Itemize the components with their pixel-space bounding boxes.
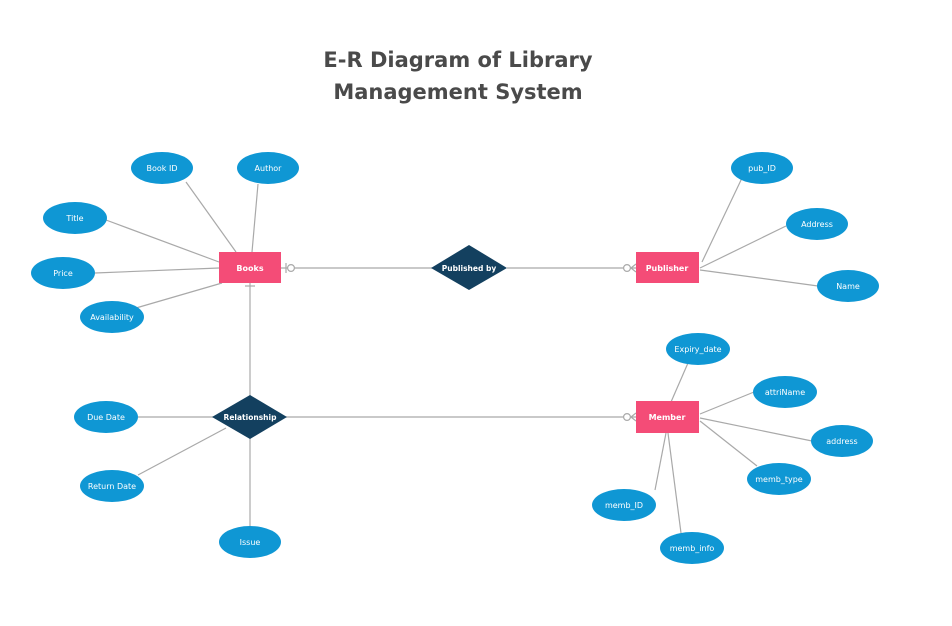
attribute-memb-type-ellipse[interactable] <box>747 463 811 495</box>
attribute-address-pub-ellipse[interactable] <box>786 208 848 240</box>
attribute-memb-info[interactable]: memb_info <box>660 532 724 564</box>
entity-publisher[interactable]: Publisher <box>636 252 699 283</box>
link-availability-books <box>135 282 223 309</box>
attribute-price-label: Price <box>53 269 73 278</box>
relationship-published-by-diamond[interactable] <box>431 245 507 290</box>
link-membtype-member <box>699 420 758 467</box>
attribute-author-ellipse[interactable] <box>237 152 299 184</box>
entity-member-label: Member <box>649 413 686 422</box>
relationship-relationship[interactable]: Relationship <box>212 395 287 439</box>
attribute-expiry-date-label: Expiry_date <box>674 345 721 354</box>
attribute-pub-id-label: pub_ID <box>748 164 776 173</box>
attribute-memb-info-label: memb_info <box>670 544 715 553</box>
attribute-memb-id[interactable]: memb_ID <box>592 489 656 521</box>
attribute-address-pub-label: Address <box>801 220 833 229</box>
link-address-member <box>699 417 813 442</box>
attribute-due-date[interactable]: Due Date <box>74 401 138 433</box>
relationship-relationship-label: Relationship <box>224 413 278 422</box>
attribute-issue-label: Issue <box>240 538 261 547</box>
diagram-title-line-1: E-R Diagram of Library <box>323 48 592 72</box>
attribute-address-pub[interactable]: Address <box>786 208 848 240</box>
attribute-issue[interactable]: Issue <box>219 526 281 558</box>
attribute-memb-type[interactable]: memb_type <box>747 463 811 495</box>
attribute-availability[interactable]: Availability <box>80 301 144 333</box>
attribute-expiry-date-ellipse[interactable] <box>666 333 730 365</box>
link-bookid-books <box>185 181 237 253</box>
entity-member[interactable]: Member <box>636 401 699 433</box>
crow-publisher-a <box>630 263 637 269</box>
attribute-price-ellipse[interactable] <box>31 257 95 289</box>
attribute-title[interactable]: Title <box>43 202 107 234</box>
link-author-books <box>251 183 259 253</box>
link-returndate-relationship <box>137 427 227 476</box>
attribute-book-id-ellipse[interactable] <box>131 152 193 184</box>
link-attriname-member <box>699 391 755 415</box>
relationship-published-by-label: Published by <box>442 264 497 273</box>
attribute-address-member-ellipse[interactable] <box>811 425 873 457</box>
crow-member-b <box>630 416 637 422</box>
attribute-name-label: Name <box>836 282 860 291</box>
attribute-book-id[interactable]: Book ID <box>131 152 193 184</box>
attribute-issue-ellipse[interactable] <box>219 526 281 558</box>
entity-publisher-label: Publisher <box>646 264 689 273</box>
link-membid-member <box>654 432 667 491</box>
attribute-memb-info-ellipse[interactable] <box>660 532 724 564</box>
attribute-due-date-label: Due Date <box>87 413 125 422</box>
attribute-attriname[interactable]: attriName <box>753 376 817 408</box>
crow-publisher-b <box>630 267 637 273</box>
zero-circle-books-right <box>287 264 296 273</box>
attribute-memb-type-label: memb_type <box>755 475 803 484</box>
attribute-name-ellipse[interactable] <box>817 270 879 302</box>
attribute-title-ellipse[interactable] <box>43 202 107 234</box>
entity-publisher-box[interactable] <box>636 252 699 283</box>
attribute-return-date-label: Return Date <box>88 482 136 491</box>
link-name-publisher <box>699 269 819 287</box>
attribute-availability-ellipse[interactable] <box>80 301 144 333</box>
entity-member-box[interactable] <box>636 401 699 433</box>
zero-circle-member-left <box>622 413 631 422</box>
zero-circle-publisher-left <box>622 264 631 273</box>
entity-books-box[interactable] <box>219 252 281 283</box>
crow-member-a <box>630 412 637 418</box>
diagram-title-line-2: Management System <box>333 80 582 104</box>
attribute-price[interactable]: Price <box>31 257 95 289</box>
attribute-return-date[interactable]: Return Date <box>80 470 144 502</box>
attribute-title-label: Title <box>65 214 83 223</box>
attribute-author-label: Author <box>255 164 283 173</box>
link-expiry-member <box>670 362 689 403</box>
attribute-memb-id-ellipse[interactable] <box>592 489 656 521</box>
entity-books-label: Books <box>236 264 263 273</box>
connectors <box>94 177 819 534</box>
attribute-pub-id[interactable]: pub_ID <box>731 152 793 184</box>
attribute-name[interactable]: Name <box>817 270 879 302</box>
cardinality-markers <box>245 263 637 422</box>
relationship-published-by[interactable]: Published by <box>431 245 507 290</box>
attribute-attriname-ellipse[interactable] <box>753 376 817 408</box>
attribute-address-member[interactable]: address <box>811 425 873 457</box>
link-membinfo-member <box>667 432 682 534</box>
attribute-return-date-ellipse[interactable] <box>80 470 144 502</box>
entity-books[interactable]: Books <box>219 252 281 283</box>
attribute-memb-id-label: memb_ID <box>605 501 643 510</box>
attribute-book-id-label: Book ID <box>147 164 178 173</box>
attribute-due-date-ellipse[interactable] <box>74 401 138 433</box>
link-price-books <box>94 267 220 274</box>
relationship-relationship-diamond[interactable] <box>212 395 287 439</box>
attribute-address-member-label: address <box>826 437 857 446</box>
attribute-pub-id-ellipse[interactable] <box>731 152 793 184</box>
link-pubid-publisher <box>701 177 743 263</box>
attribute-author[interactable]: Author <box>237 152 299 184</box>
attribute-attriname-label: attriName <box>765 388 805 397</box>
attribute-availability-label: Availability <box>90 313 134 322</box>
attribute-expiry-date[interactable]: Expiry_date <box>666 333 730 365</box>
link-title-books <box>105 219 220 263</box>
link-address-publisher <box>699 225 787 269</box>
